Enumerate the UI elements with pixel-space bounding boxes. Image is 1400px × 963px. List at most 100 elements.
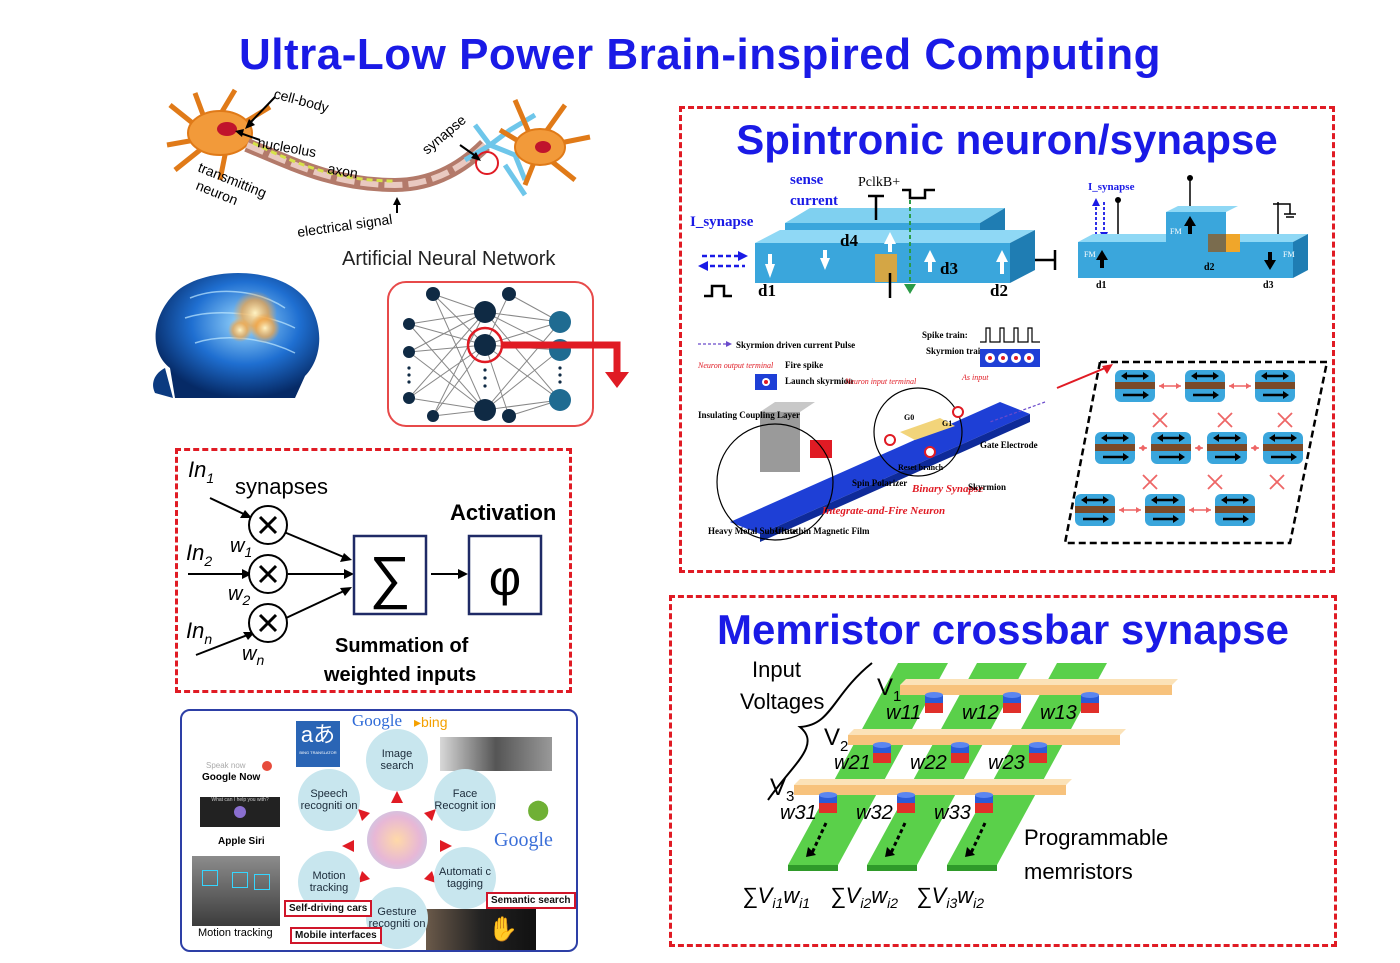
synapse-d2-label: d2 [1204, 262, 1215, 273]
weight-label: w22 [910, 752, 947, 774]
v2-label: V2 [824, 724, 848, 755]
v1-label: V1 [877, 674, 901, 705]
cross-coupling-icon [1152, 412, 1168, 428]
ultrathin-film-label: Ultrathin Magnetic Film [775, 526, 870, 536]
neuron-input-label: Neuron input terminal [844, 377, 917, 386]
cats-photo [192, 856, 280, 926]
brain-image [145, 258, 330, 403]
column-electrode [947, 663, 1107, 871]
d2-label: d2 [990, 281, 1008, 300]
memristor-device [975, 792, 993, 813]
ann-label: Artificial Neural Network [342, 248, 556, 270]
programmable-label: Programmable [1024, 825, 1168, 850]
skyrmion-cell [1151, 432, 1191, 464]
crossbar-array [788, 663, 1178, 871]
output-current-arrow-icon [965, 822, 987, 857]
d3-label: d3 [940, 259, 958, 278]
array-cells [1075, 370, 1303, 526]
weight-label: w33 [934, 802, 971, 824]
skyrmion-synapse-array [1056, 360, 1329, 545]
memristor-device [897, 792, 915, 813]
driving-photo [440, 737, 552, 771]
siri-prompt: What can I help you with? [211, 797, 269, 803]
hand-icon: ✋ [488, 916, 518, 943]
fm-label: FM [1084, 250, 1096, 259]
memristor-device [1003, 692, 1021, 713]
weight-n-label: wn [242, 643, 264, 668]
synapse-d1-label: d1 [1096, 280, 1107, 291]
input-n-label: Inn [186, 618, 212, 647]
magnetization-arrows [765, 232, 1008, 278]
skyrmion-cell [1115, 370, 1155, 402]
skyrmion-cell [1145, 494, 1185, 526]
cross-coupling-icon [1142, 474, 1158, 490]
as-input-label: As input [961, 373, 989, 382]
launch-skyrmion-label: Launch skyrmion [785, 376, 853, 386]
skyrmion-cell [1075, 494, 1115, 526]
fire-spike-label: Fire spike [785, 360, 823, 370]
nucleolus-dot [217, 122, 237, 136]
neuron-output-label: Neuron output terminal [697, 361, 774, 370]
gesture-photo: ✋ [426, 909, 536, 950]
biological-neuron-illustration: cell-body nucleolus axon synapse transmi… [166, 85, 591, 240]
input-2-label: In2 [186, 540, 212, 569]
memristors-label: memristors [1024, 859, 1133, 884]
heavy-metal-label: Heavy Metal Substrate [708, 526, 796, 536]
image-search-bubble: Image search [366, 729, 428, 791]
weight-label: w13 [1040, 702, 1077, 724]
summation-label-2: weighted inputs [323, 664, 476, 686]
skyrmion-train-label: Skyrmion train: [926, 346, 988, 356]
spike-train-label: Spike train: [922, 330, 968, 340]
coupling-arrow [1119, 507, 1141, 513]
cross-coupling-icon [1277, 412, 1293, 428]
output-current-arrow-icon [885, 822, 907, 857]
insulating-layer-label: Insulating Coupling Layer [698, 410, 800, 420]
coupling-arrow [1159, 383, 1181, 389]
google-logo: Google [352, 711, 403, 730]
spintronic-heading: Spintronic neuron/synapse [736, 116, 1278, 163]
g0-label: G0 [904, 413, 914, 422]
motion-tracking-caption: Motion tracking [198, 927, 273, 939]
i-synapse-label: I_synapse [690, 214, 754, 230]
memristor-device [951, 742, 969, 763]
binary-synapse-label: Binary Synapse [911, 483, 983, 495]
skyrmion-cell [1263, 432, 1303, 464]
synapse-label: synapse [419, 111, 469, 157]
summation-symbol: ∑ [369, 545, 410, 610]
coupling-arrow [1251, 445, 1259, 451]
input-1-label: In1 [188, 457, 214, 486]
location-pin-icon: ⬤ [527, 799, 550, 821]
bing-translator-icon: aあ BING TRANSLATOR [296, 721, 340, 767]
domain-wall-neuron-device: sense current PclkB+ I_synapse d4 d3 d1 … [690, 172, 1057, 300]
spintronic-synapse-device: I_synapse FM FM FM d1 d2 d3 [1078, 175, 1308, 291]
coupling-arrow [1195, 445, 1203, 451]
coupling-arrow [1229, 383, 1251, 389]
skyrmion-neuron-diagram: Skyrmion driven current Pulse Neuron out… [697, 327, 1046, 542]
output-sum-3: ∑Vi3wi2 [916, 883, 984, 911]
coupling-arrow [1139, 445, 1147, 451]
weight-label: w23 [988, 752, 1025, 774]
spin-polarizer-label: Spin Polarizer [852, 478, 907, 488]
axon-label: axon [326, 160, 359, 181]
mobile-interfaces-tag: Mobile interfaces [290, 927, 382, 944]
cross-coupling-icon [1269, 474, 1285, 490]
weight-label: w32 [856, 802, 893, 824]
page-title: Ultra-Low Power Brain-inspired Computing [238, 30, 1162, 79]
bing-icon: ▸ [414, 714, 422, 730]
row-electrode [900, 679, 1178, 695]
memristor-device [925, 692, 943, 713]
row-electrode [794, 779, 1072, 795]
row-electrode [848, 729, 1126, 745]
sense-label: sense [790, 172, 824, 188]
memristor-device [873, 742, 891, 763]
bing-logo: ▸bing [414, 714, 448, 730]
synapse-d3-label: d3 [1263, 280, 1274, 291]
coupling-arrow [1189, 507, 1211, 513]
v3-label: V3 [770, 774, 794, 805]
applications-panel: aあ BING TRANSLATOR Google ▸bing Speak no… [180, 709, 578, 952]
skyrmion-cell [1185, 370, 1225, 402]
skyrmion-cell [1255, 370, 1295, 402]
speech-recognition-bubble: Speech recogniti on [298, 769, 360, 831]
